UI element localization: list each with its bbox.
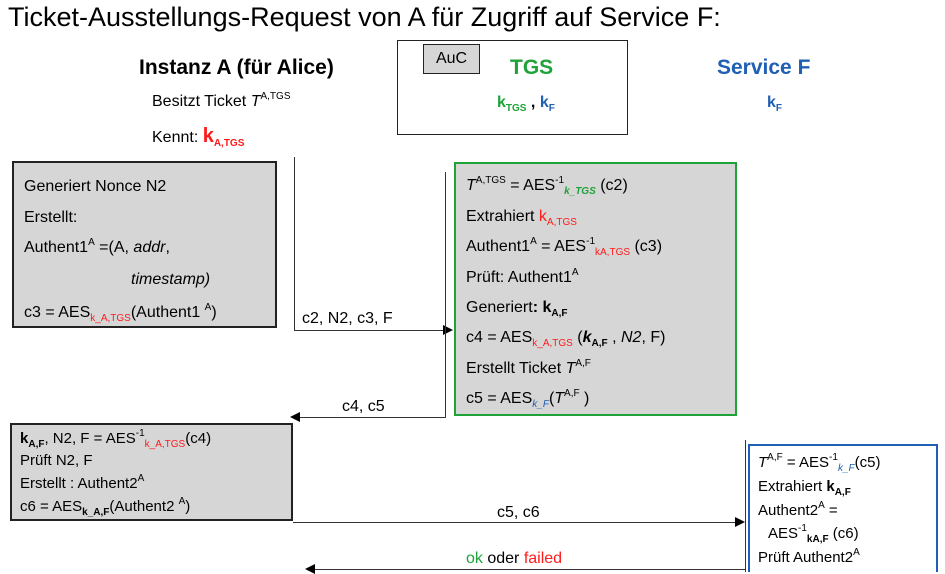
auc-box: AuC (423, 44, 480, 74)
box4-line5: Prüft Authent2A (758, 547, 860, 567)
arrow-c5c6-head (735, 517, 745, 527)
service-key: kF (767, 94, 783, 114)
box1-line5: c3 = AESk_A,TGS(Authent1 A) (24, 302, 217, 324)
alice-lifeline-upper (294, 157, 295, 330)
box4-line1: TA,F = AES-1k_F(c5) (758, 452, 881, 474)
box1-line3: Authent1A =(A, addr, (24, 237, 170, 257)
box4-line3: Authent2A = (758, 500, 838, 520)
arrow-c4c5-head (290, 412, 300, 422)
tgs-keys: kTGS , kF (497, 94, 555, 114)
tgs-line8: c5 = AESk_F(TA,F ) (466, 388, 590, 410)
msg-c2-n2-c3-f: c2, N2, c3, F (302, 310, 393, 327)
page-title: Ticket-Ausstellungs-Request von A für Zu… (8, 2, 721, 32)
box3-line4: c6 = AESk_A,F(Authent2 A) (20, 496, 191, 518)
box3-line1: kA,F, N2, F = AES-1k_A,TGS(c4) (20, 428, 212, 450)
tgs-line5: Generiert: kA,F (466, 299, 568, 319)
result-label: ok oder failed (466, 550, 563, 567)
service-f-heading: Service F (717, 56, 811, 79)
tgs-processing-box: TA,TGS = AES-1k_TGS (c2) Extrahiert kA,T… (454, 162, 737, 416)
box1-line2: Erstellt: (24, 209, 78, 226)
box3-line2: Prüft N2, F (20, 452, 93, 469)
alice-besitzt-ticket: Besitzt Ticket TA,TGS (152, 91, 291, 111)
box4-line4: AES-1kA,F (c6) (768, 523, 859, 545)
tgs-line3: Authent1A = AES-1kA,TGS (c3) (466, 236, 663, 258)
arrow-result-head (305, 564, 315, 574)
tgs-heading: TGS (510, 56, 554, 79)
tgs-line7: Erstellt Ticket TA,F (466, 358, 591, 378)
msg-c4-c5: c4, c5 (342, 398, 385, 415)
service-f-box: TA,F = AES-1k_F(c5) Extrahiert kA,F Auth… (748, 444, 938, 572)
box3-line3: Erstellt : Authent2A (20, 473, 145, 493)
arrow-c2-head (443, 325, 453, 335)
tgs-lifeline (445, 172, 446, 417)
tgs-line2: Extrahiert kA,TGS (466, 208, 577, 228)
box1-line4: timestamp) (131, 271, 211, 288)
arrow-c5c6-line (293, 522, 735, 523)
box4-line2: Extrahiert kA,F (758, 478, 851, 498)
alice-nonce-box: Generiert Nonce N2 Erstellt: Authent1A =… (12, 161, 277, 328)
arrow-c2-line (294, 330, 443, 331)
service-lifeline (745, 440, 746, 572)
arrow-result-line (315, 569, 745, 570)
tgs-auc-frame (397, 40, 628, 135)
box1-line1: Generiert Nonce N2 (24, 178, 167, 195)
msg-c5-c6: c5, c6 (497, 504, 540, 521)
tgs-line4: Prüft: Authent1A (466, 267, 579, 287)
alice-authent2-box: kA,F, N2, F = AES-1k_A,TGS(c4) Prüft N2,… (10, 423, 293, 521)
alice-kennt-key: Kennt: kA,TGS (152, 125, 245, 149)
tgs-line6: c4 = AESk_A,TGS (kA,F , N2, F) (466, 329, 666, 349)
arrow-c4c5-line (300, 417, 446, 418)
tgs-line1: TA,TGS = AES-1k_TGS (c2) (466, 175, 628, 197)
instanz-a-heading: Instanz A (für Alice) (139, 56, 334, 79)
